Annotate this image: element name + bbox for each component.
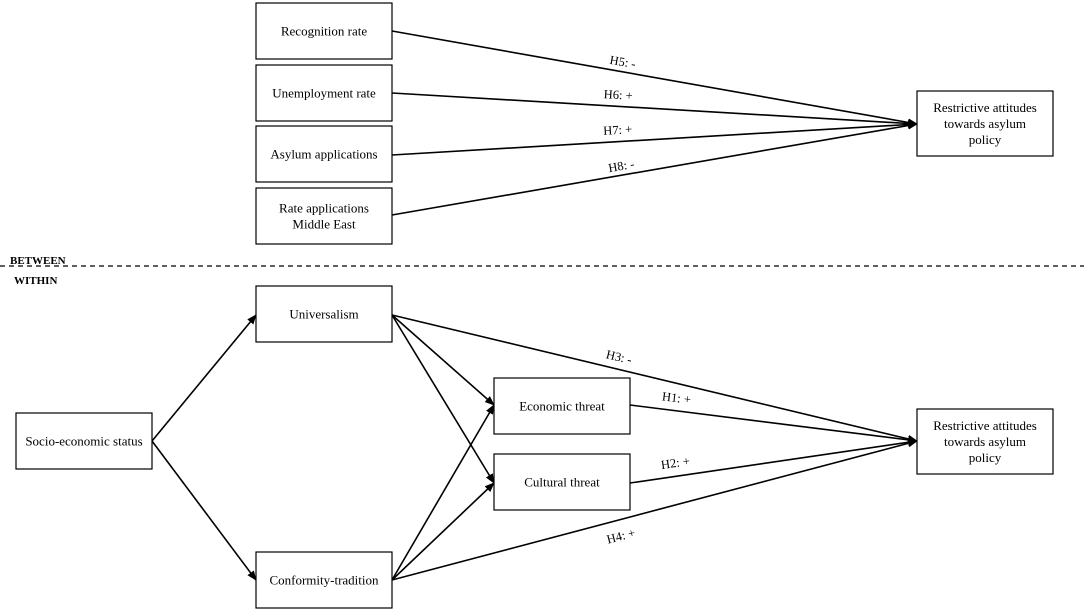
edge-label: H5: - — [609, 53, 637, 71]
node-label: policy — [969, 132, 1002, 147]
edge-label: H7: + — [603, 122, 633, 138]
node-label: Conformity-tradition — [269, 573, 379, 588]
edge-conformity-to-outcome-within — [391, 439, 918, 581]
edge-ses-to-universalism — [151, 314, 257, 442]
node-label: towards asylum — [944, 116, 1026, 131]
node-label: Economic threat — [519, 399, 605, 414]
node-recognition: Recognition rate — [255, 2, 393, 60]
edge-rate-me-to-outcome-between — [391, 121, 918, 216]
edge-labels-layer: H5: - H6: + H7: + H8: - H3: - H1: + H2: + H4: + — [603, 53, 692, 547]
node-label: Asylum applications — [270, 147, 377, 162]
edge-asylum-apps-to-outcome-between — [391, 120, 918, 156]
node-label: Universalism — [289, 307, 358, 322]
node-label: policy — [969, 450, 1002, 465]
edge-universalism-to-econ-threat — [391, 314, 495, 406]
edge-conformity-to-cult-threat — [391, 482, 495, 581]
edge-ses-to-conformity — [151, 440, 257, 581]
node-label: Socio-economic status — [25, 434, 142, 449]
node-box — [255, 125, 393, 183]
node-box — [493, 453, 631, 511]
edge-label: H4: + — [605, 526, 637, 547]
node-box — [493, 377, 631, 435]
node-cult-threat: Cultural threat — [493, 453, 631, 511]
edge-recognition-to-outcome-between — [391, 30, 918, 127]
edges-layer — [151, 30, 918, 581]
node-label: Recognition rate — [281, 24, 368, 39]
node-box — [916, 408, 1054, 475]
node-box — [15, 412, 153, 470]
section-label-within: WITHIN — [14, 275, 57, 287]
node-universalism: Universalism — [255, 285, 393, 343]
node-asylum-apps: Asylum applications — [255, 125, 393, 183]
section-label-between: BETWEEN — [10, 255, 66, 267]
node-label: Unemployment rate — [272, 86, 376, 101]
node-box — [255, 551, 393, 609]
node-box — [255, 187, 393, 245]
node-ses: Socio-economic status — [15, 412, 153, 470]
node-conformity: Conformity-tradition — [255, 551, 393, 609]
node-box — [255, 2, 393, 60]
edge-label: H1: + — [661, 389, 691, 406]
edge-label: H8: - — [607, 157, 635, 175]
edge-universalism-to-outcome-within — [391, 314, 918, 443]
edge-label: H3: - — [605, 347, 634, 367]
node-label: Restrictive attitudes — [933, 100, 1037, 115]
node-label: Cultural threat — [524, 475, 600, 490]
edge-econ-threat-to-outcome-within — [629, 404, 918, 444]
node-label: Middle East — [292, 217, 356, 232]
node-box — [255, 64, 393, 122]
node-econ-threat: Economic threat — [493, 377, 631, 435]
node-box — [916, 90, 1054, 157]
edge-unemployment-to-outcome-between — [391, 92, 918, 128]
node-label: towards asylum — [944, 434, 1026, 449]
edge-universalism-to-cult-threat — [391, 314, 495, 484]
edge-cult-threat-to-outcome-within — [629, 438, 918, 484]
node-label: Restrictive attitudes — [933, 418, 1037, 433]
node-unemployment: Unemployment rate — [255, 64, 393, 122]
edge-label: H6: + — [603, 87, 633, 103]
node-box — [255, 285, 393, 343]
edge-conformity-to-econ-threat — [391, 404, 495, 581]
node-label: Rate applications — [279, 201, 369, 216]
edge-label: H2: + — [660, 454, 691, 472]
